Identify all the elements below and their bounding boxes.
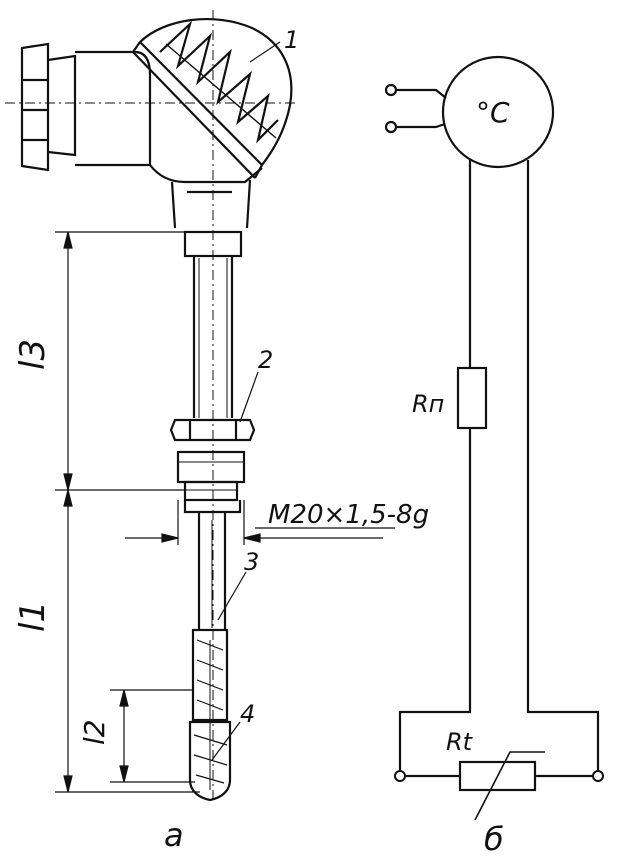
- protective-tube: [192, 256, 234, 418]
- union-nut: [169, 418, 256, 442]
- label-l1: l1: [13, 601, 53, 632]
- sensing-element: [188, 628, 232, 802]
- threaded-fitting: [176, 450, 246, 514]
- meter: [384, 55, 555, 169]
- label-l3: l3: [13, 339, 53, 370]
- meter-symbol: °C: [476, 96, 510, 129]
- label-r-t: Rt: [446, 728, 474, 756]
- figure-b: °C Rп Rt б: [384, 55, 604, 858]
- thermistor: [458, 751, 545, 821]
- head-neck: [183, 230, 243, 258]
- caption-a: a: [164, 816, 184, 854]
- terminal-2: [384, 120, 398, 134]
- head-cover: [132, 18, 293, 179]
- thread-dimension: [125, 500, 395, 545]
- sensor-tube: [197, 512, 227, 630]
- label-r-lead: Rп: [412, 390, 444, 418]
- lead-resistor: [456, 366, 488, 430]
- dimension-l2: [110, 689, 195, 783]
- callout-2: 2: [258, 346, 273, 374]
- terminal-head: [75, 50, 263, 229]
- callout-1: 1: [284, 26, 299, 54]
- figure-a: 1 2 3 4 l3 l1 l2 M20×1,5-8g a: [5, 10, 429, 854]
- dimension-l1: [55, 489, 200, 793]
- dimension-l3: [55, 231, 185, 491]
- callout-3: 3: [244, 548, 259, 576]
- circuit-wires: [398, 160, 600, 778]
- callout-4: 4: [240, 700, 255, 728]
- center-lines: [5, 10, 295, 800]
- terminal-4: [592, 770, 604, 782]
- leader-lines: [211, 41, 281, 761]
- caption-b: б: [484, 820, 504, 858]
- terminal-3: [394, 770, 406, 782]
- label-thread: M20×1,5-8g: [268, 500, 429, 530]
- label-l2: l2: [78, 719, 111, 745]
- cable-gland-nut: [20, 42, 77, 172]
- terminal-1: [384, 83, 398, 97]
